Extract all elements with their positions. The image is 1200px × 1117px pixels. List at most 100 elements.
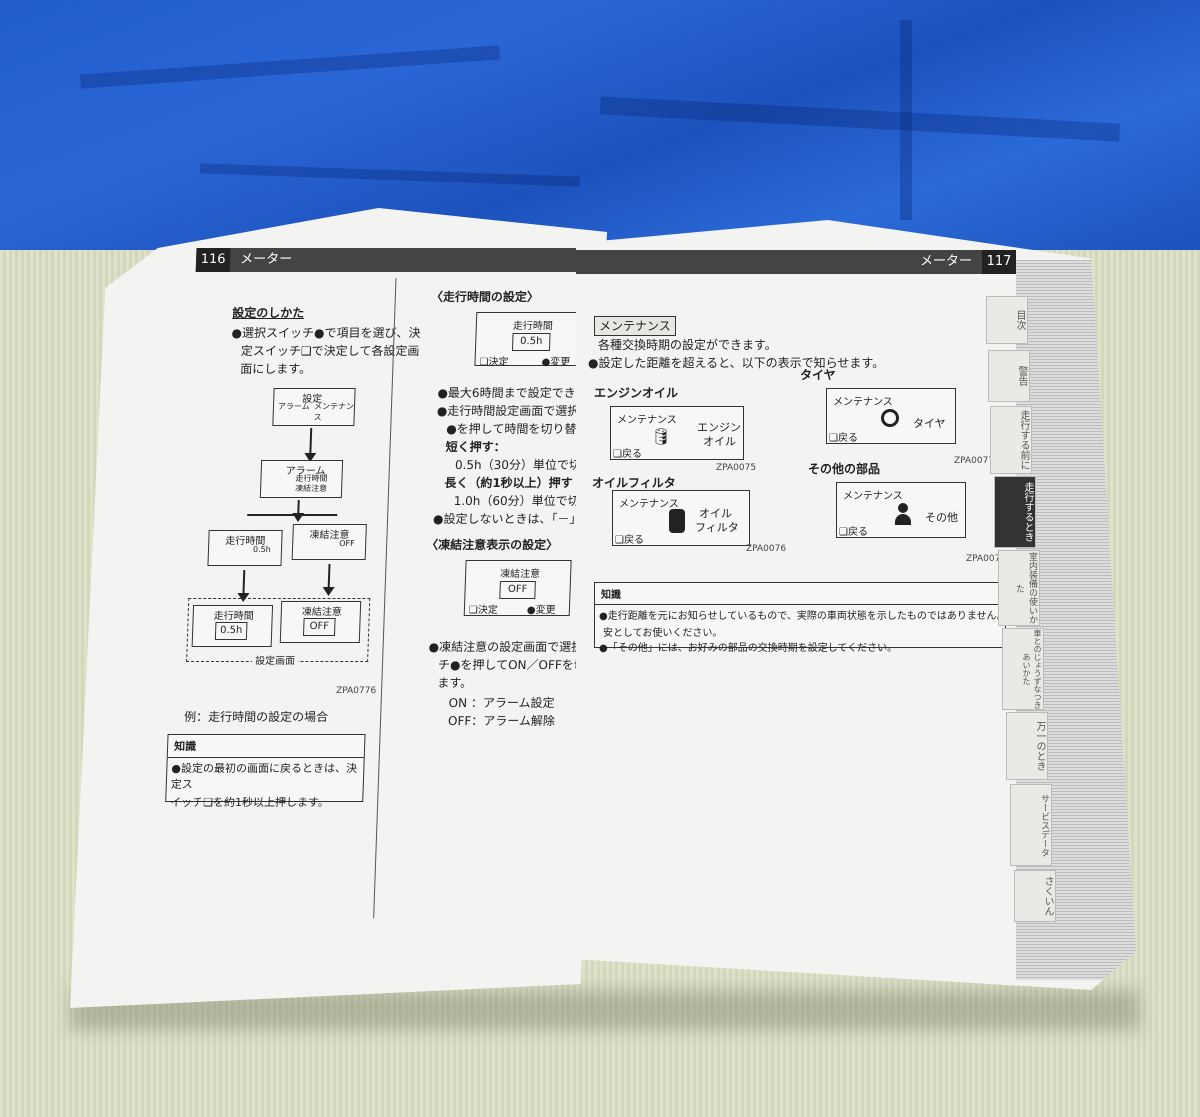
tire-code: ZPA0077 bbox=[954, 456, 995, 466]
other-parts-label: その他 bbox=[925, 511, 958, 524]
blue-tarp-background bbox=[0, 0, 1200, 265]
time-screen-value: 0.5h bbox=[512, 333, 551, 351]
right-note-heading: 知識 bbox=[595, 583, 1005, 605]
engine-oil-screen-title: メンテナンス bbox=[617, 415, 677, 426]
diagram-final-right-title: 凍結注意 bbox=[301, 607, 343, 618]
person-icon bbox=[895, 503, 911, 525]
section-how-heading: 設定のしかた bbox=[232, 306, 305, 320]
tab-car-care[interactable]: 車とのじょうずなつきあいかた bbox=[1002, 628, 1044, 710]
tab-warning[interactable]: 警告 bbox=[988, 350, 1030, 402]
left-note-line-2: イッチ❏を約1秒以上押します。 bbox=[169, 796, 330, 809]
column-divider bbox=[373, 278, 396, 918]
left-note-box: 知識 ●設定の最初の画面に戻るときは、決定ス イッチ❏を約1秒以上押します。 bbox=[165, 734, 365, 802]
tire-back: ❏戻る bbox=[829, 433, 858, 444]
maintenance-section-label: メンテナンス bbox=[594, 316, 676, 336]
diagram-top-item: アラーム bbox=[277, 402, 310, 411]
right-note-line-1: ●走行距離を元にお知らせしているもので、実際の車両状態を示したものではありません… bbox=[599, 611, 1017, 622]
freeze-screen-change: ●変更 bbox=[526, 605, 556, 616]
diagram-final-left-value: 0.5h bbox=[215, 622, 248, 640]
tab-contents[interactable]: 目次 bbox=[986, 296, 1028, 344]
freeze-body-4: ON ：アラーム設定 bbox=[448, 696, 555, 710]
right-page-number: 117 bbox=[982, 250, 1016, 274]
maintenance-body-1: 各種交換時期の設定ができます。 bbox=[598, 338, 777, 352]
diagram-final-right: 凍結注意 OFF bbox=[280, 601, 361, 643]
right-note-line-3: ●「その他」には、お好みの部品の交換時期を設定してください。 bbox=[599, 643, 898, 654]
diagram-branch-line bbox=[247, 514, 337, 516]
time-body-6: 長く（約1秒以上）押す bbox=[444, 476, 573, 490]
tire-screen: メンテナンス タイヤ ❏戻る bbox=[826, 388, 956, 444]
tire-icon bbox=[881, 409, 899, 427]
diagram-arrow bbox=[328, 564, 331, 588]
diagram-caption: 設定画面 bbox=[252, 652, 299, 667]
tire-screen-title: メンテナンス bbox=[833, 397, 893, 408]
oil-filter-heading: オイルフィルタ bbox=[592, 476, 676, 490]
other-parts-back: ❏戻る bbox=[839, 527, 868, 538]
other-parts-screen-title: メンテナンス bbox=[843, 491, 903, 502]
other-parts-code: ZPA0078 bbox=[966, 554, 1007, 564]
freeze-body-3: ます。 bbox=[437, 676, 473, 690]
oil-filter-label-2: フィルタ bbox=[695, 521, 739, 534]
diagram-arrow bbox=[309, 428, 312, 454]
diagram-mid-item: 凍結注意 bbox=[294, 484, 328, 493]
freeze-setting-screen: 凍結注意 OFF ❏決定 ●変更 bbox=[464, 560, 572, 616]
tab-interior[interactable]: 室内装備の使いかた bbox=[998, 550, 1040, 626]
diagram-arrow bbox=[297, 500, 299, 514]
engine-oil-heading: エンジンオイル bbox=[594, 386, 679, 400]
oil-filter-icon bbox=[669, 509, 685, 533]
time-setting-screen: 走行時間 0.5h ❏決定 ●変更 bbox=[474, 312, 586, 366]
freeze-screen-title: 凍結注意 bbox=[499, 569, 541, 580]
tire-heading: タイヤ bbox=[800, 368, 836, 382]
diagram-top-item: メンテナンス bbox=[313, 402, 355, 422]
time-screen-change: ●変更 bbox=[541, 357, 571, 368]
tab-index[interactable]: さくいん bbox=[1014, 870, 1056, 922]
left-page-header: 116 メーター bbox=[196, 248, 607, 272]
engine-oil-code: ZPA0075 bbox=[716, 463, 757, 473]
tab-while-driving[interactable]: 走行するとき bbox=[994, 476, 1036, 548]
other-parts-screen: メンテナンス その他 ❏戻る bbox=[836, 482, 966, 538]
diagram-left-screen: 走行時間 0.5h bbox=[207, 530, 282, 566]
diagram-code: ZPA0776 bbox=[335, 686, 377, 696]
tab-emergency[interactable]: 万一のとき bbox=[1006, 712, 1048, 780]
engine-oil-label-1: エンジン bbox=[697, 421, 741, 434]
oil-filter-screen-title: メンテナンス bbox=[619, 499, 679, 510]
diagram-right-screen: 凍結注意 OFF bbox=[292, 524, 367, 560]
maintenance-body-2: ●設定した距離を超えると、以下の表示で知らせます。 bbox=[588, 356, 885, 370]
tire-label: タイヤ bbox=[913, 417, 946, 430]
diagram-final-left-title: 走行時間 bbox=[213, 611, 254, 622]
right-page-header: メーター 117 bbox=[576, 250, 1016, 274]
oil-filter-screen: メンテナンス オイル フィルタ ❏戻る bbox=[612, 490, 750, 546]
section-freeze-heading: 〈凍結注意表示の設定〉 bbox=[425, 538, 559, 552]
left-note-heading: 知識 bbox=[168, 735, 365, 758]
tab-before-driving[interactable]: 走行する前に bbox=[990, 406, 1032, 474]
freeze-body-5: OFF：アラーム解除 bbox=[447, 714, 556, 728]
diagram-right-value: OFF bbox=[339, 539, 355, 548]
engine-oil-back: ❏戻る bbox=[613, 449, 642, 460]
diagram-top-screen: 設定 アラーム メンテナンス bbox=[272, 388, 355, 426]
oil-can-icon: 🛢 bbox=[651, 427, 672, 446]
diagram-left-value: 0.5h bbox=[252, 545, 271, 554]
other-parts-heading: その他の部品 bbox=[808, 462, 881, 476]
oil-filter-label-1: オイル bbox=[699, 507, 732, 520]
right-page-title: メーター bbox=[919, 254, 972, 269]
right-note-box: 知識 ●走行距離を元にお知らせしているもので、実際の車両状態を示したものではあり… bbox=[594, 582, 1017, 654]
tab-service-data[interactable]: サービスデータ bbox=[1010, 784, 1052, 866]
diagram-final-left: 走行時間 0.5h bbox=[192, 605, 273, 647]
oil-filter-code: ZPA0076 bbox=[746, 544, 787, 554]
right-note-line-2: 安としてお使いください。 bbox=[603, 628, 723, 639]
right-page: メーター 117 メンテナンス 各種交換時期の設定ができます。 ●設定した距離を超… bbox=[576, 220, 1136, 990]
diagram-final-right-value: OFF bbox=[303, 618, 336, 636]
time-screen-decide: ❏決定 bbox=[479, 357, 509, 368]
oil-filter-back: ❏戻る bbox=[615, 535, 644, 546]
diagram-mid-screen: アラーム 走行時間 凍結注意 bbox=[260, 460, 343, 498]
time-body-4: 短く押す： bbox=[445, 440, 506, 454]
section-time-heading: 〈走行時間の設定〉 bbox=[430, 290, 540, 304]
how-body-3: 面にします。 bbox=[240, 362, 312, 376]
freeze-screen-value: OFF bbox=[499, 581, 536, 599]
freeze-screen-decide: ❏決定 bbox=[468, 605, 499, 616]
left-page-title: メーター bbox=[239, 252, 293, 267]
left-note-line-1: ●設定の最初の画面に戻るときは、決定ス bbox=[170, 762, 358, 791]
example-caption: 例：走行時間の設定の場合 bbox=[183, 710, 329, 724]
left-page-number: 116 bbox=[196, 248, 231, 272]
engine-oil-screen: メンテナンス 🛢 エンジン オイル ❏戻る bbox=[610, 406, 744, 460]
